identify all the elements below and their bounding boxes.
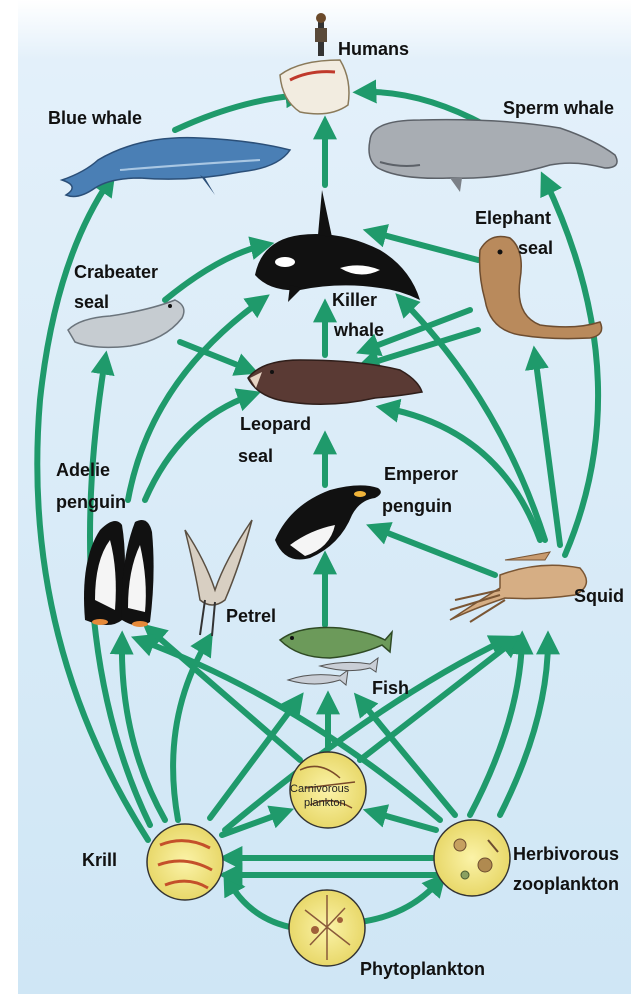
label-krill: Krill — [82, 850, 117, 870]
label-crabeater-seal-line2: seal — [74, 292, 109, 312]
label-elephant-seal-line2: seal — [518, 238, 553, 258]
label-squid: Squid — [574, 586, 624, 606]
label-phytoplankton: Phytoplankton — [360, 959, 485, 979]
label-carnivorous-plankton-line1: Carnivorous — [290, 783, 350, 795]
label-herbivorous-zooplankton-line2: zooplankton — [513, 874, 619, 894]
label-killer-whale-line2: whale — [333, 320, 384, 340]
label-sperm-whale: Sperm whale — [503, 98, 614, 118]
label-blue-whale: Blue whale — [48, 108, 142, 128]
label-petrel: Petrel — [226, 606, 276, 626]
label-carnivorous-plankton-line2: plankton — [304, 797, 346, 809]
label-herbivorous-zooplankton-line1: Herbivorous — [513, 844, 619, 864]
label-leopard-seal-line1: Leopard — [240, 414, 311, 434]
label-fish: Fish — [372, 678, 409, 698]
label-elephant-seal-line1: Elephant — [475, 208, 551, 228]
label-emperor-penguin-line2: penguin — [382, 496, 452, 516]
phytoplankton-illustration — [289, 890, 365, 966]
label-crabeater-seal-line1: Crabeater — [74, 262, 158, 282]
label-emperor-penguin-line1: Emperor — [384, 464, 458, 484]
krill-illustration — [147, 824, 223, 900]
label-adelie-penguin-line1: Adelie — [56, 460, 110, 480]
label-leopard-seal-line2: seal — [238, 446, 273, 466]
label-adelie-penguin-line2: penguin — [56, 492, 126, 512]
herbivorous-zooplankton-illustration — [434, 820, 510, 896]
label-killer-whale-line1: Killer — [332, 290, 377, 310]
label-humans: Humans — [338, 39, 409, 59]
